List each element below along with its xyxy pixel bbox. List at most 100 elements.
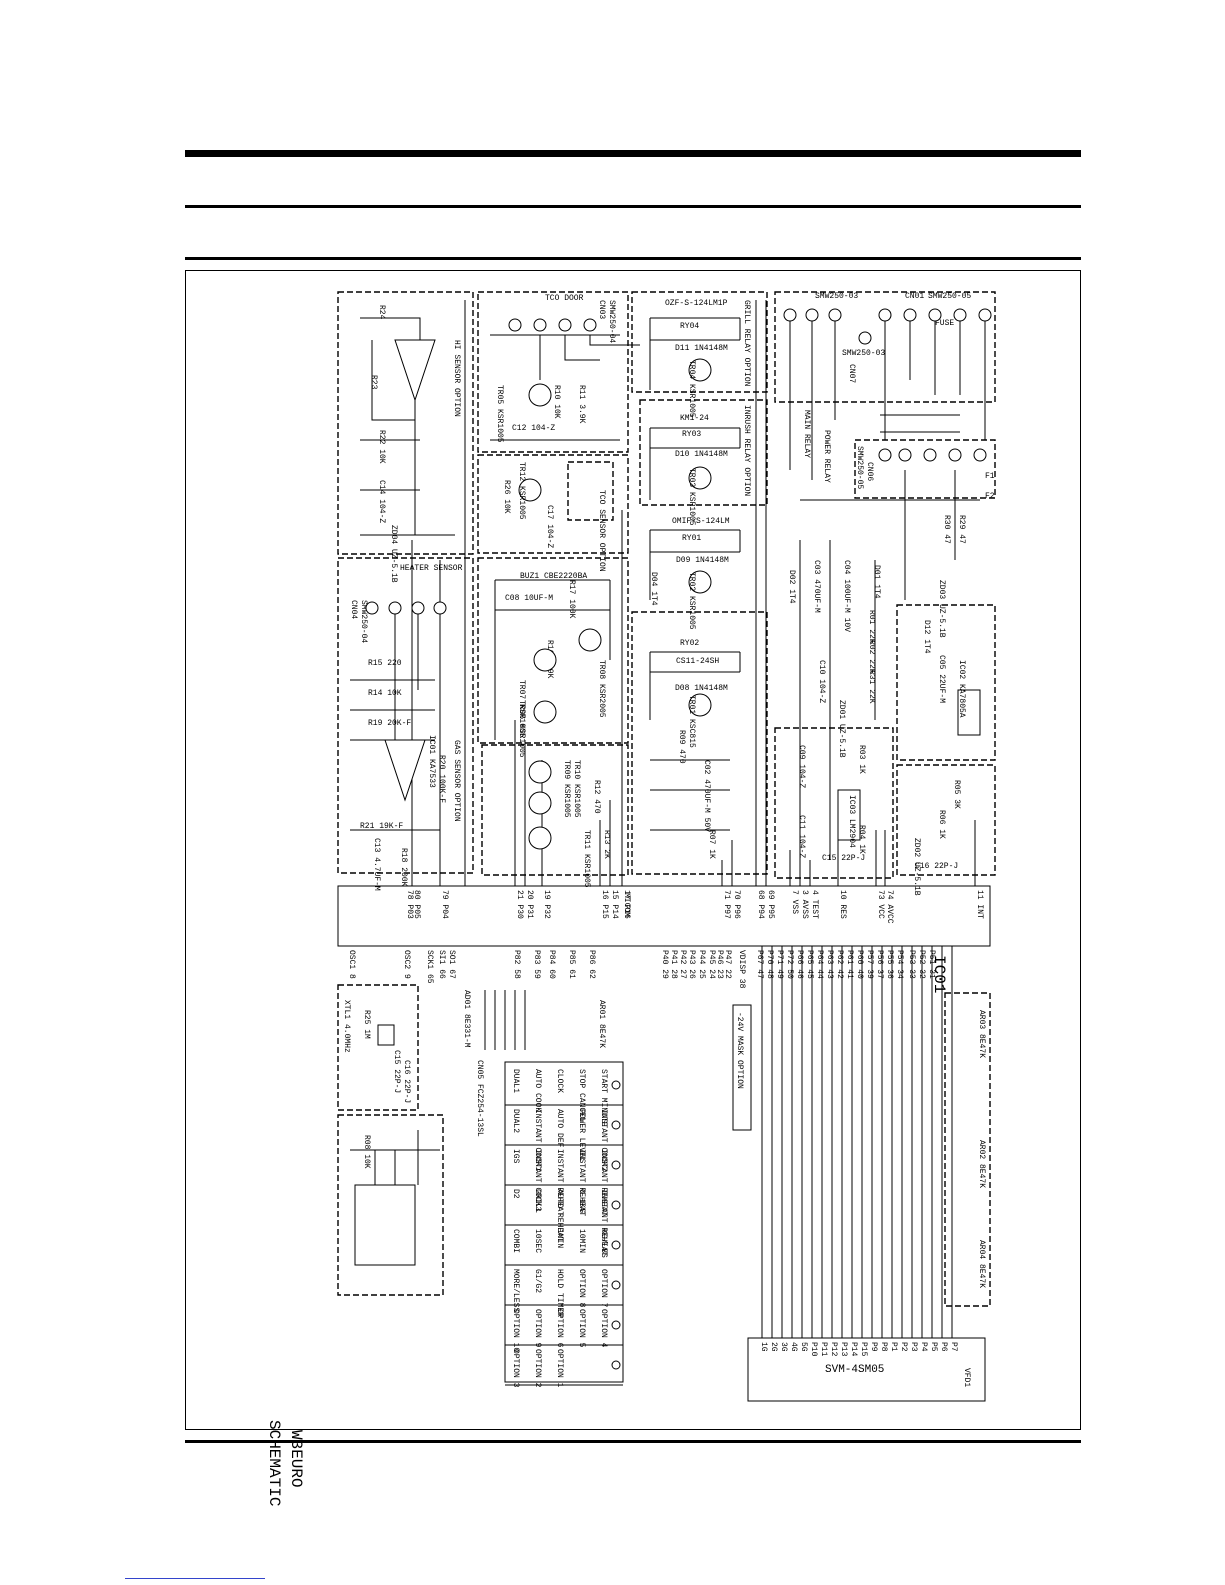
c15-label: C15 22P-J	[392, 1050, 401, 1093]
r17-label: R21 19K-F	[360, 822, 403, 831]
block-regulator	[896, 604, 996, 761]
d02-label: D02 1T4	[787, 570, 796, 604]
ic02-regulator	[957, 689, 981, 736]
vfd-pin-label: P6	[939, 1342, 948, 1352]
d12-label: D12 1T4	[922, 620, 931, 654]
tr10-symbol	[528, 791, 552, 815]
ar02-label: AR02 8E47K	[977, 1140, 986, 1188]
keypad-key: GRILL	[533, 1189, 542, 1213]
tr11-label: TR11 KSR1005	[582, 830, 591, 888]
micom-bottom-pin-label: P64 44	[815, 950, 824, 979]
micom-bottom-pin-label: SCK1 65	[425, 950, 434, 984]
cn03-pin1	[508, 318, 522, 332]
block-ry02	[631, 611, 768, 875]
micom-top-pin-label: 20 P31	[525, 890, 534, 919]
block-drivers	[481, 744, 629, 876]
keypad-key: OPTION 6	[555, 1309, 564, 1348]
r24-label: R24	[377, 305, 386, 320]
vfd-pin-label: P8	[879, 1342, 888, 1352]
block-vfd-arrays	[944, 992, 991, 1307]
keypad-key: INSTANT COOK1	[533, 1109, 542, 1172]
tco-sensor-label: TCO SENSOR OPTION	[597, 490, 606, 572]
r29-label: R29 47	[957, 515, 966, 544]
tr08-label: TR08 KSR2005	[597, 660, 606, 718]
micom-top-pin-label: 74 AVCC	[885, 890, 894, 924]
micom-top-stubs	[411, 300, 976, 886]
d09-label: D09 1N4148M	[676, 556, 729, 565]
cn-pin-a	[783, 308, 797, 322]
cn04-pin3	[411, 601, 425, 615]
keypad-key: INSTANT REHEAT	[555, 1149, 564, 1216]
ad01-wires	[484, 990, 526, 1050]
bottom-rule	[185, 1440, 1081, 1443]
hi-sensor-opamp	[394, 339, 436, 402]
cn03-type: SMW250-04	[607, 300, 616, 343]
micom-top-pin-label: 71 P97	[722, 890, 731, 919]
micom-bottom-pin-label: P70 48	[765, 950, 774, 979]
micom-bottom-pin-label: SI1 66	[437, 950, 446, 979]
c13-label: C13 4.7UF-M	[372, 838, 381, 891]
inrush-relay-label: INRUSH RELAY OPTION	[742, 405, 751, 496]
micom-bottom-pin-label: P83 59	[532, 950, 541, 979]
micom-bottom-pin-label: P40 29	[660, 950, 669, 979]
micom-bottom-pin-label: P60 40	[855, 950, 864, 979]
vfd-pin-label: P2	[899, 1342, 908, 1352]
c12-label: C12 104-Z	[512, 424, 555, 433]
tr06-label: TR06 KSR1005	[517, 700, 526, 758]
d01-label: D01 1T4	[872, 565, 881, 599]
tr07-label: TR07 KSR1005	[517, 680, 526, 738]
keypad-key: OPTION 7	[599, 1269, 608, 1308]
vfd-pin-label: P12	[829, 1342, 838, 1357]
r06-label: R06 1K	[937, 810, 946, 839]
cn-pin-g	[953, 308, 967, 322]
r22-label: R22 10K	[377, 430, 386, 464]
r15-label: R17 100K	[567, 580, 576, 619]
cn06-pin5	[973, 448, 987, 462]
keypad-key: 0.1KG	[577, 1189, 586, 1213]
vfd-pin-label: 4G	[789, 1342, 798, 1352]
block-buzzer	[477, 557, 629, 744]
hi-sensor-wires	[360, 317, 455, 536]
cn07-type: SMW250-03	[842, 349, 885, 358]
block-serial	[337, 1114, 444, 1296]
title-group: SCHEMATIC W3EURO	[265, 1420, 305, 1506]
cn07-label: CN07	[847, 364, 856, 383]
keypad-key: DUAL2	[511, 1109, 520, 1133]
xtl1-label: XTL1 4.0MHz	[342, 1000, 351, 1053]
micom-bottom-pin-label: P66 46	[795, 950, 804, 979]
keypad-row-terminal	[611, 1240, 621, 1250]
r21-label: R19 20K-F	[368, 719, 411, 728]
block-power-relays	[774, 291, 996, 403]
keypad-key: MORE/LESS	[511, 1269, 520, 1312]
gas-sensor-wires	[350, 614, 440, 880]
second-rule	[185, 205, 1081, 208]
cn06-pin4	[948, 448, 962, 462]
tr02-label: TR02 KSR1005	[687, 572, 696, 630]
micom-ref: IC01	[930, 955, 948, 993]
d08-label: D08 1N4148M	[675, 684, 728, 693]
ry03-part: KM1-24	[680, 414, 709, 423]
vfd-bus-lines	[761, 946, 953, 1338]
fuse-label: FUSE	[935, 319, 954, 328]
micom-bottom-pin-label: P46 23	[715, 950, 724, 979]
vfd-ref: VFD1	[962, 1368, 971, 1387]
c04-label: C10 104-Z	[817, 660, 826, 703]
r01-label: R01 22K	[867, 610, 876, 644]
micom-top-pin-label: 68 P94	[756, 890, 765, 919]
mask-option-label: -24V MASK OPTION	[735, 1012, 744, 1089]
keypad-key: OPTION 9	[533, 1309, 542, 1348]
micom-label: MICOM	[622, 893, 631, 917]
micom-top-pin-label: 21 P30	[515, 890, 524, 919]
footer-link-underline[interactable]	[125, 1578, 265, 1579]
keypad-key: OPTION 8	[577, 1269, 586, 1308]
block-grill-relay	[631, 291, 768, 393]
tr04-symbol	[688, 358, 712, 382]
r13-label: R13 2K	[602, 830, 611, 859]
micom-bottom-pin-label: P62 42	[835, 950, 844, 979]
ic01-reset-label: IC03 LM2904	[847, 795, 856, 848]
zd04-label: ZD04 UZ-5.1B	[389, 525, 398, 583]
cn06-label: CN06	[865, 462, 874, 481]
micom-bottom-pin-label: OSC2 9	[402, 950, 411, 979]
c10-label: C11 104-Z	[797, 815, 806, 858]
